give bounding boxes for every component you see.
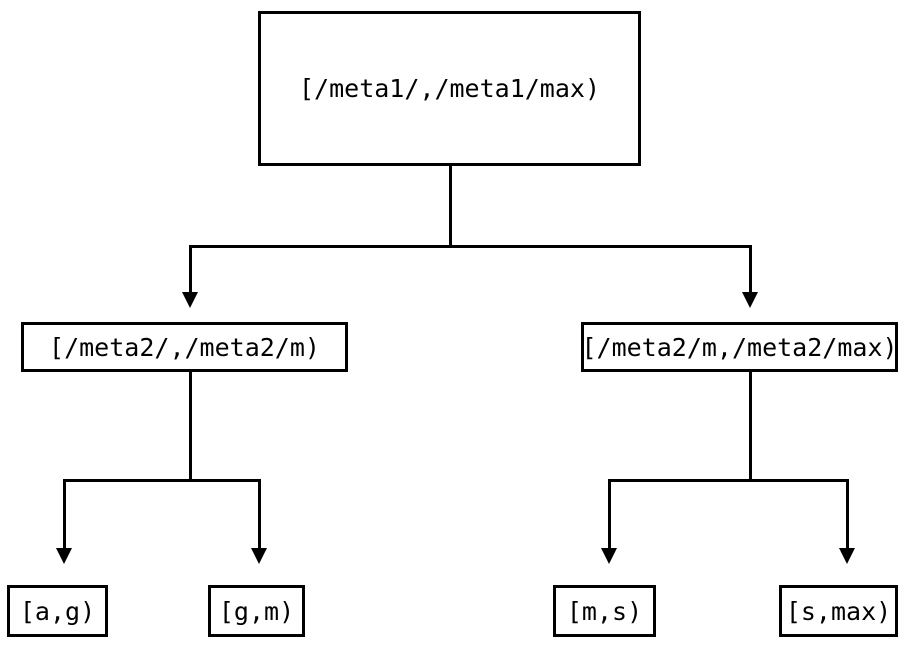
node-mid-left[interactable]: [/meta2/,/meta2/m) xyxy=(21,322,348,372)
edge-mid-right-to-leaf4-drop xyxy=(846,479,849,550)
edge-mid-left-to-leaf1-drop xyxy=(63,479,66,550)
node-leaf-m-s-label: [m,s) xyxy=(566,596,643,626)
edge-root-to-mid-left-drop xyxy=(189,245,192,294)
node-leaf-a-g[interactable]: [a,g) xyxy=(7,585,108,637)
edge-mid-left-stem xyxy=(189,372,192,482)
edge-root-bar xyxy=(189,245,752,248)
node-leaf-g-m-label: [g,m) xyxy=(218,596,295,626)
arrowhead-mid-left-to-leaf2-icon xyxy=(251,548,267,564)
edge-mid-right-bar xyxy=(608,479,849,482)
edge-root-stem xyxy=(449,166,452,248)
edge-mid-left-bar xyxy=(63,479,261,482)
node-leaf-m-s[interactable]: [m,s) xyxy=(553,585,656,637)
node-leaf-g-m[interactable]: [g,m) xyxy=(208,585,305,637)
node-mid-right-label: [/meta2/m,/meta2/max) xyxy=(581,332,898,362)
node-leaf-a-g-label: [a,g) xyxy=(19,596,96,626)
arrowhead-mid-left-to-leaf1-icon xyxy=(56,548,72,564)
edge-mid-left-to-leaf2-drop xyxy=(258,479,261,550)
edge-root-to-mid-right-drop xyxy=(749,245,752,294)
node-mid-left-label: [/meta2/,/meta2/m) xyxy=(49,332,320,362)
arrowhead-mid-right-to-leaf3-icon xyxy=(601,548,617,564)
edge-mid-right-to-leaf3-drop xyxy=(608,479,611,550)
node-root[interactable]: [/meta1/,/meta1/max) xyxy=(258,11,641,166)
edge-mid-right-stem xyxy=(749,372,752,482)
arrowhead-mid-right-to-leaf4-icon xyxy=(839,548,855,564)
arrowhead-root-to-mid-left-icon xyxy=(182,292,198,308)
node-leaf-s-max-label: [s,max) xyxy=(785,596,892,626)
arrowhead-root-to-mid-right-icon xyxy=(742,292,758,308)
node-root-label: [/meta1/,/meta1/max) xyxy=(298,74,601,103)
node-mid-right[interactable]: [/meta2/m,/meta2/max) xyxy=(581,322,898,372)
node-leaf-s-max[interactable]: [s,max) xyxy=(779,585,898,637)
